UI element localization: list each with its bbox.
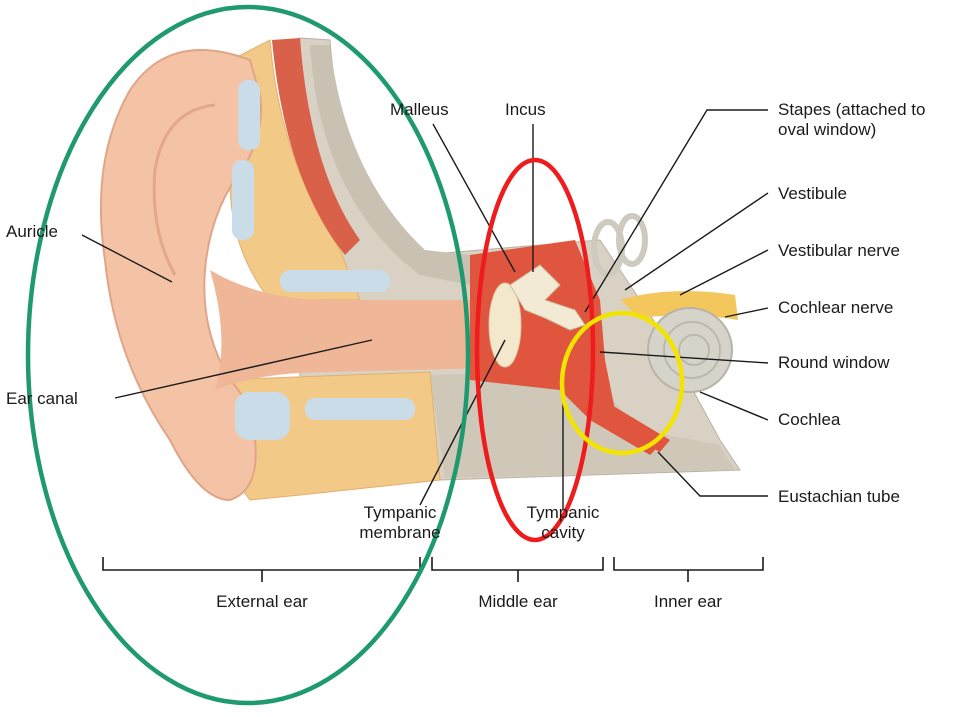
region-brackets xyxy=(103,557,763,582)
label-tympanic-cavity: Tympanic cavity xyxy=(503,503,623,543)
region-label-external-ear: External ear xyxy=(182,592,342,612)
label-tympanic-membrane: Tympanic membrane xyxy=(340,503,460,543)
bracket-external-ear xyxy=(103,557,420,570)
cartilage-piece-4 xyxy=(235,392,290,440)
bracket-inner-ear xyxy=(614,557,763,570)
region-label-inner-ear: Inner ear xyxy=(608,592,768,612)
region-label-middle-ear: Middle ear xyxy=(438,592,598,612)
cartilage-piece-3 xyxy=(280,270,390,292)
leader-cochlea xyxy=(700,392,768,420)
label-ear-canal: Ear canal xyxy=(6,389,78,409)
label-vestibule: Vestibule xyxy=(778,184,847,204)
label-malleus: Malleus xyxy=(390,100,449,120)
bracket-middle-ear xyxy=(432,557,603,570)
label-incus: Incus xyxy=(505,100,546,120)
label-stapes: Stapes (attached to oval window) xyxy=(778,100,925,140)
label-cochlea: Cochlea xyxy=(778,410,840,430)
cartilage-piece-1 xyxy=(238,80,260,150)
leader-vestibular-nerve xyxy=(680,250,768,295)
label-cochlear-nerve: Cochlear nerve xyxy=(778,298,893,318)
cartilage-piece-5 xyxy=(305,398,415,420)
label-eustachian-tube: Eustachian tube xyxy=(778,487,900,507)
label-auricle: Auricle xyxy=(6,222,58,242)
cartilage-piece-2 xyxy=(232,160,254,240)
label-round-window: Round window xyxy=(778,353,890,373)
label-vestibular-nerve: Vestibular nerve xyxy=(778,241,900,261)
